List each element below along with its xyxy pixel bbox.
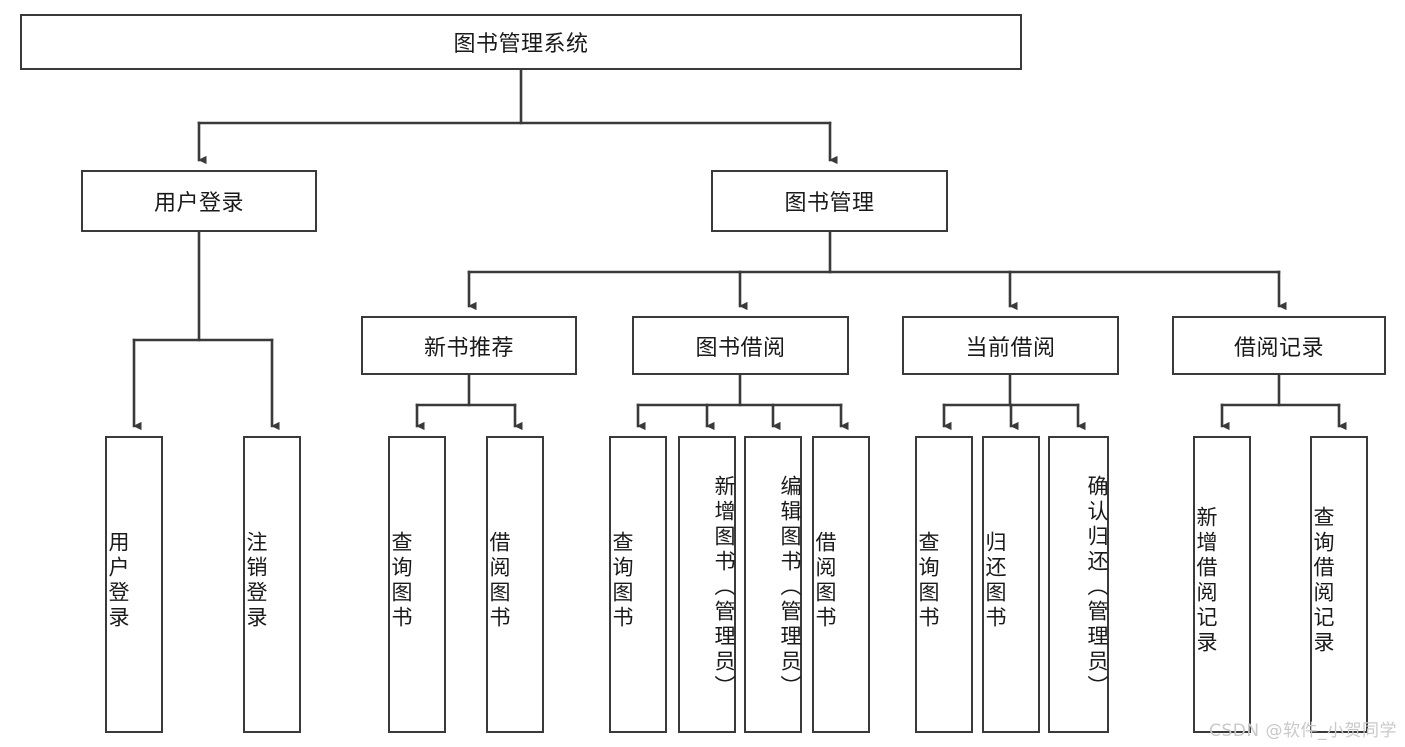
node-leaf-return-book[interactable]: 归还图书 [982, 436, 1040, 733]
node-current-borrow[interactable]: 当前借阅 [902, 316, 1119, 375]
node-user-login[interactable]: 用户登录 [81, 170, 317, 232]
node-label: 查询借阅记录 [1311, 505, 1335, 656]
node-label: 当前借阅 [965, 335, 1056, 361]
node-label: 新增图书（管理员） [712, 475, 736, 700]
node-leaf-add-book[interactable]: 新增图书（管理员） [678, 436, 736, 733]
node-new-book-rec[interactable]: 新书推荐 [361, 316, 577, 375]
node-book-borrow[interactable]: 图书借阅 [632, 316, 849, 375]
node-label: 图书管理 [784, 191, 875, 216]
node-root-system[interactable]: 图书管理系统 [20, 14, 1022, 70]
node-leaf-logout[interactable]: 注销登录 [243, 436, 301, 733]
node-label: 用户登录 [106, 530, 130, 631]
node-label: 新增借阅记录 [1194, 505, 1218, 656]
node-label: 借阅图书 [487, 530, 511, 631]
node-label: 新书推荐 [423, 335, 514, 361]
node-label: 确认归还（管理员） [1085, 475, 1109, 700]
node-leaf-borrow-book-1[interactable]: 借阅图书 [486, 436, 544, 733]
node-label: 图书借阅 [695, 335, 786, 361]
node-label: 借阅图书 [813, 530, 837, 631]
node-label: 查询图书 [916, 530, 940, 631]
node-label: 归还图书 [983, 530, 1007, 631]
node-book-manage[interactable]: 图书管理 [711, 170, 948, 232]
node-leaf-query-book-2[interactable]: 查询图书 [609, 436, 667, 733]
node-leaf-edit-book[interactable]: 编辑图书（管理员） [744, 436, 802, 733]
node-label: 图书管理系统 [453, 32, 589, 57]
node-leaf-user-login[interactable]: 用户登录 [105, 436, 163, 733]
node-label: 注销登录 [244, 530, 268, 631]
node-leaf-confirm-return[interactable]: 确认归还（管理员） [1048, 436, 1109, 733]
node-leaf-query-record[interactable]: 查询借阅记录 [1310, 436, 1368, 733]
node-label: 借阅记录 [1233, 335, 1324, 361]
node-label: 查询图书 [610, 530, 634, 631]
node-leaf-query-book-1[interactable]: 查询图书 [388, 436, 446, 733]
node-borrow-record[interactable]: 借阅记录 [1172, 316, 1386, 375]
node-leaf-borrow-book-2[interactable]: 借阅图书 [812, 436, 870, 733]
node-leaf-add-record[interactable]: 新增借阅记录 [1193, 436, 1251, 733]
node-label: 用户登录 [153, 191, 244, 216]
node-label: 查询图书 [389, 530, 413, 631]
node-leaf-query-book-3[interactable]: 查询图书 [915, 436, 973, 733]
node-label: 编辑图书（管理员） [778, 475, 802, 700]
